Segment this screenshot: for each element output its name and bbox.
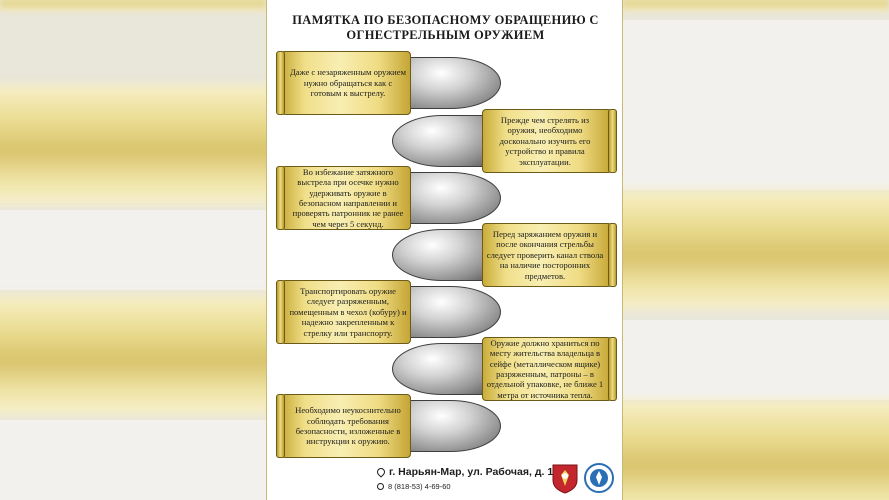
background-cartridge bbox=[0, 295, 266, 415]
background-cartridge bbox=[623, 400, 889, 500]
phone-text: 8 (818-53) 4-69-60 bbox=[388, 482, 451, 491]
cartridge-rule-7: Необходимо неукоснительно соблюдать треб… bbox=[276, 394, 501, 458]
cartridge-rule-3: Во избежание затяжного выстрела при осеч… bbox=[276, 166, 501, 230]
rule-text: Даже с незаряженным оружием нужно обраща… bbox=[289, 67, 407, 99]
location-pin-icon bbox=[375, 466, 387, 478]
background-cartridge bbox=[623, 190, 889, 310]
rule-text: Оружие должно храниться по месту жительс… bbox=[486, 337, 604, 400]
background-left bbox=[0, 0, 266, 500]
bullet-icon bbox=[401, 172, 501, 224]
cartridge-casing bbox=[276, 280, 411, 344]
bullet-icon bbox=[392, 229, 492, 281]
bullet-icon bbox=[401, 400, 501, 452]
rule-text: Прежде чем стрелять из оружия, необходим… bbox=[499, 114, 591, 167]
rosgvardia-emblem-icon bbox=[552, 464, 578, 494]
bullet-icon bbox=[392, 115, 492, 167]
rule-text: Необходимо неукоснительно соблюдать треб… bbox=[295, 405, 401, 447]
footer-phone: 8 (818-53) 4-69-60 bbox=[377, 482, 451, 491]
cartridge-casing bbox=[482, 109, 617, 173]
background-right bbox=[623, 0, 889, 500]
rule-text: Перед заряжанием оружия и после окончани… bbox=[486, 228, 604, 281]
cartridge-casing bbox=[276, 394, 411, 458]
cartridge-rule-5: Транспортировать оружие следует разряжен… bbox=[276, 280, 501, 344]
background-strip bbox=[623, 0, 889, 12]
cartridge-rule-4: Перед заряжанием оружия и после окончани… bbox=[392, 223, 617, 287]
cartridge-rule-1: Даже с незаряженным оружием нужно обраща… bbox=[276, 51, 501, 115]
safety-poster: ПАМЯТКА ПО БЕЗОПАСНОМУ ОБРАЩЕНИЮ С ОГНЕС… bbox=[266, 0, 623, 500]
phone-icon bbox=[377, 483, 384, 490]
background-gap bbox=[623, 320, 889, 400]
poster-title-line-2: ОГНЕСТРЕЛЬНЫМ ОРУЖИЕМ bbox=[346, 28, 545, 42]
bullet-icon bbox=[392, 343, 492, 395]
background-gap bbox=[0, 420, 266, 500]
address-text: г. Нарьян-Мар, ул. Рабочая, д. 14 б bbox=[389, 466, 569, 478]
background-gap bbox=[0, 210, 266, 290]
rule-text: Транспортировать оружие следует разряжен… bbox=[289, 285, 407, 338]
cartridge-rule-2: Прежде чем стрелять из оружия, необходим… bbox=[392, 109, 617, 173]
cartridge-rule-6: Оружие должно храниться по месту жительс… bbox=[392, 337, 617, 401]
poster-title: ПАМЯТКА ПО БЕЗОПАСНОМУ ОБРАЩЕНИЮ С ОГНЕС… bbox=[267, 13, 624, 43]
licensing-emblem-icon bbox=[584, 463, 614, 493]
footer-address: г. Нарьян-Мар, ул. Рабочая, д. 14 б bbox=[375, 466, 569, 478]
background-strip bbox=[0, 0, 266, 12]
cartridge-casing bbox=[482, 337, 617, 401]
background-gap bbox=[623, 20, 889, 190]
bullet-icon bbox=[401, 286, 501, 338]
poster-title-line-1: ПАМЯТКА ПО БЕЗОПАСНОМУ ОБРАЩЕНИЮ С bbox=[292, 13, 599, 27]
rule-text: Во избежание затяжного выстрела при осеч… bbox=[292, 166, 404, 229]
cartridge-casing bbox=[276, 166, 411, 230]
cartridge-casing bbox=[482, 223, 617, 287]
cartridge-casing bbox=[276, 51, 411, 115]
bullet-icon bbox=[401, 57, 501, 109]
background-cartridge bbox=[0, 85, 266, 205]
